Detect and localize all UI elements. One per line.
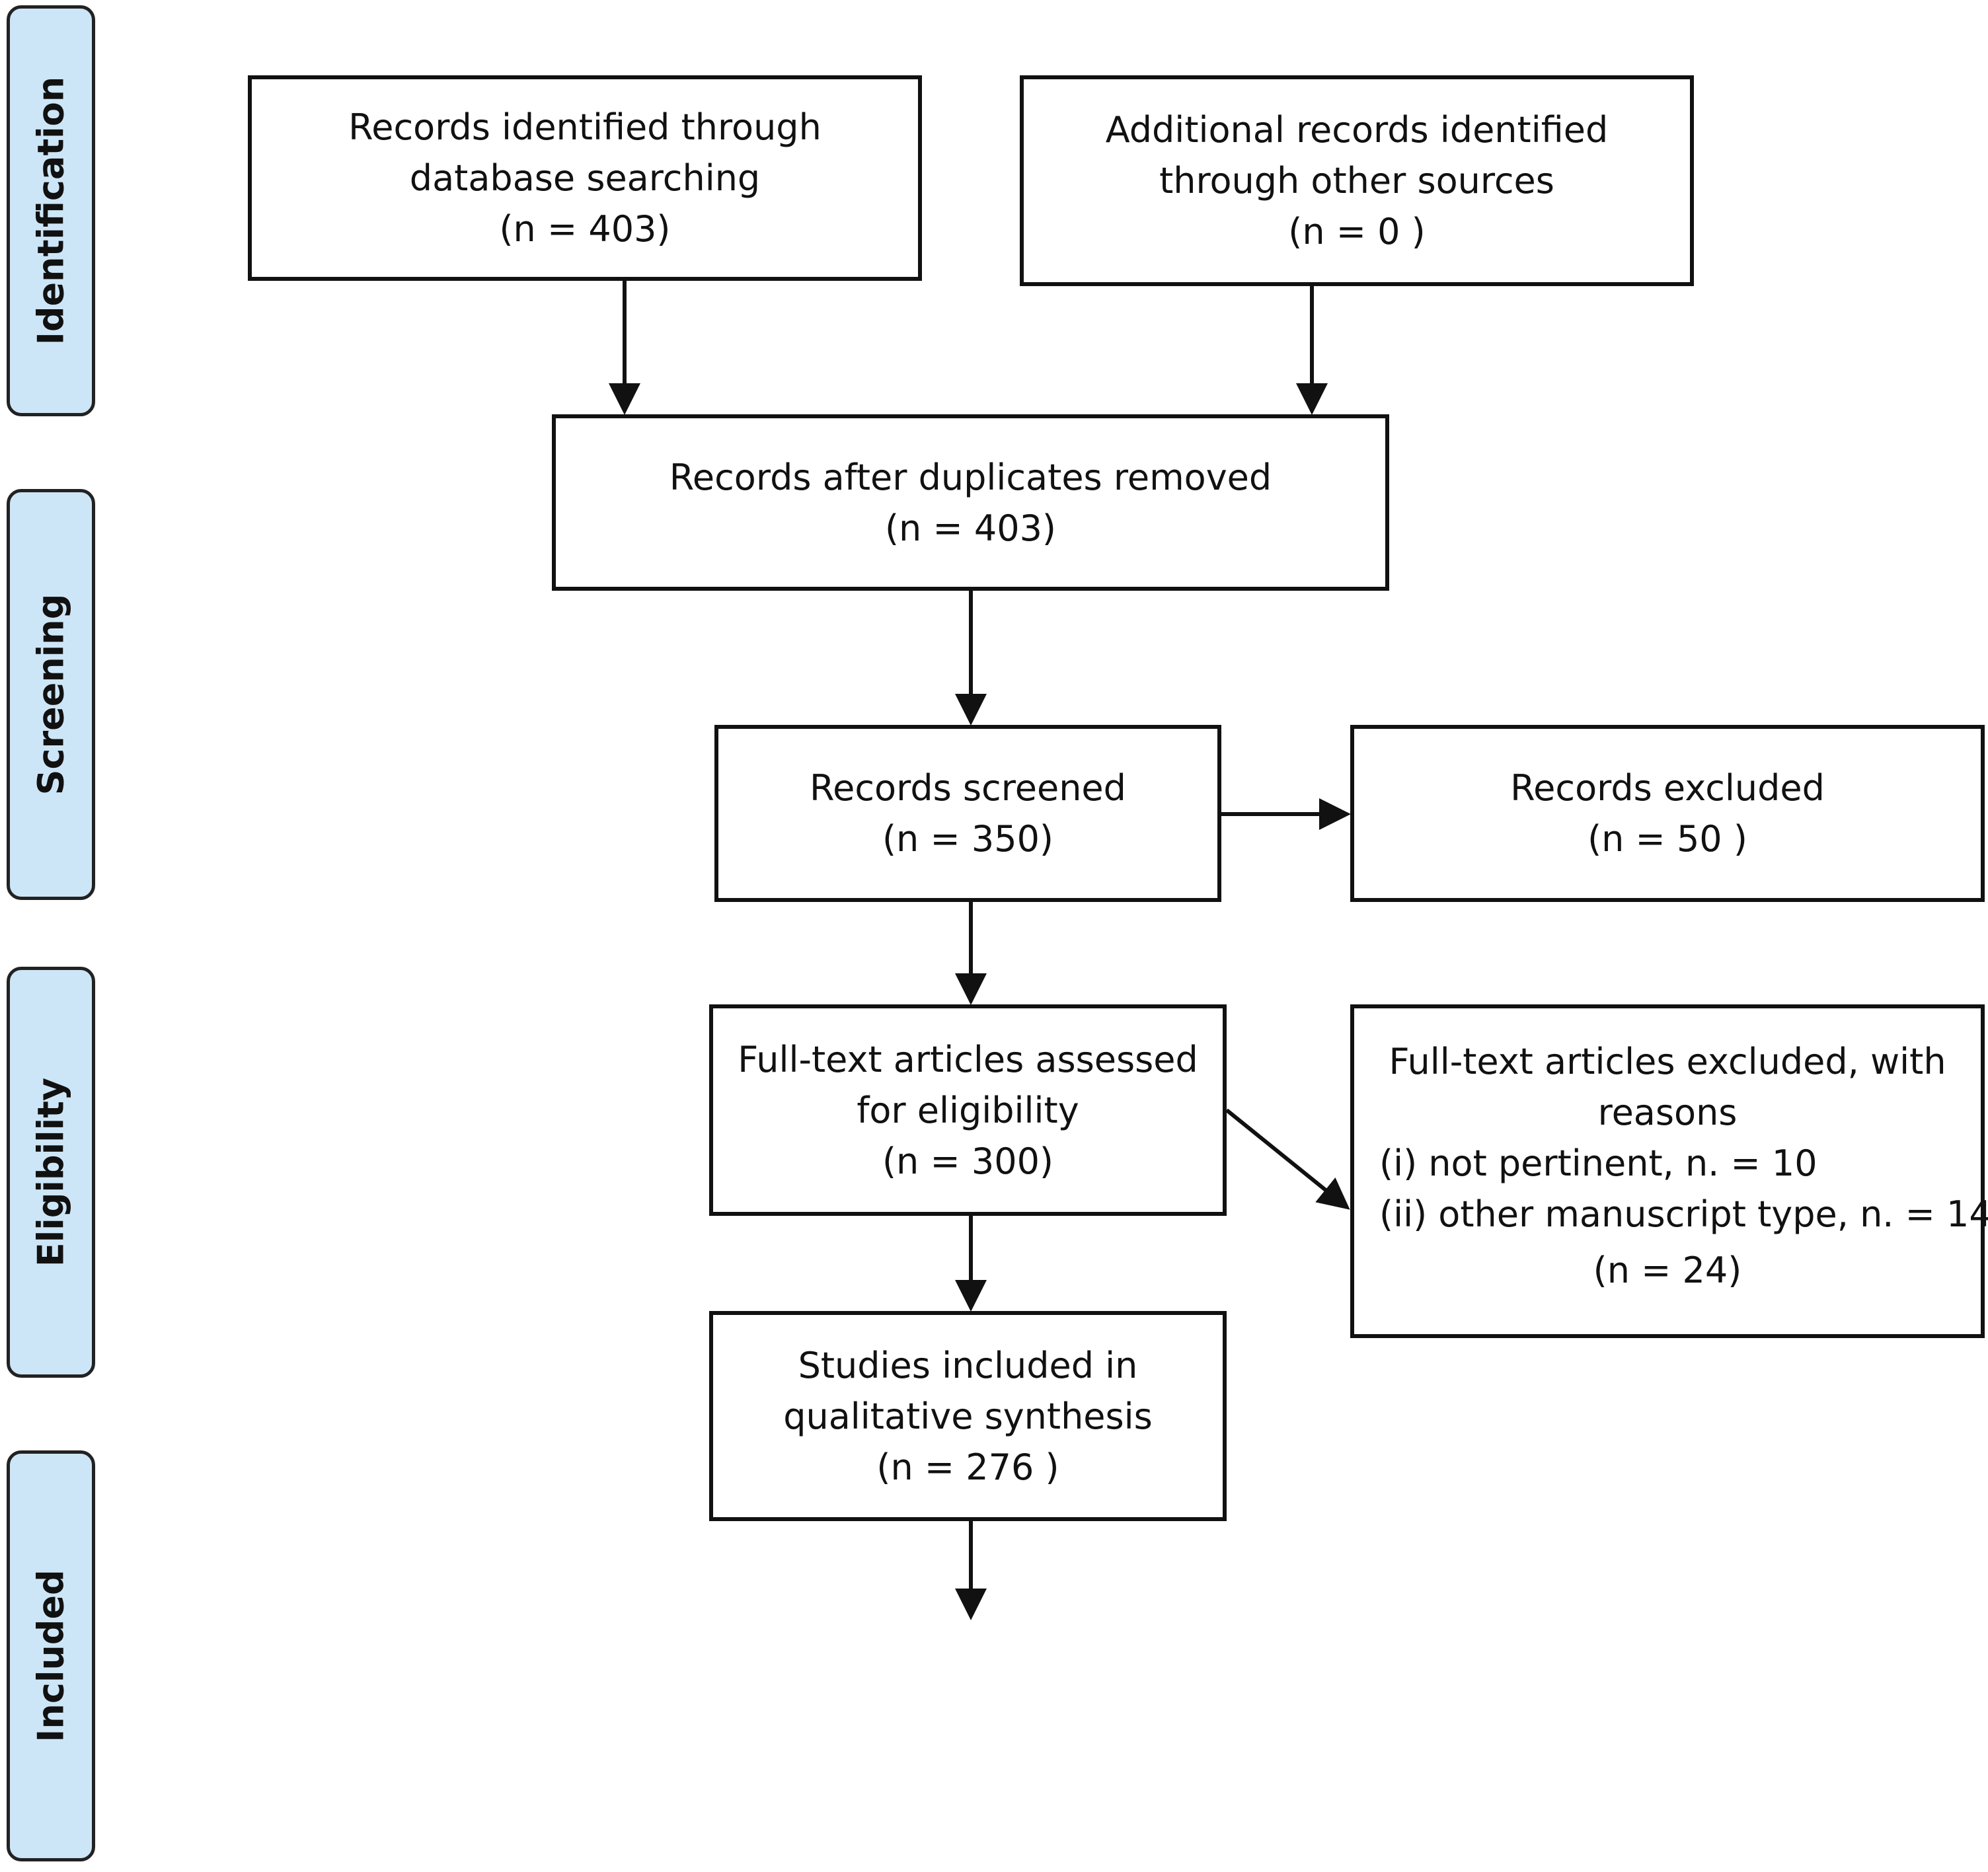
box-text-line: Full-text articles assessed [738, 1038, 1198, 1080]
box-count: (n = 24) [1593, 1250, 1742, 1291]
box-text-line: Full-text articles excluded, with [1389, 1041, 1946, 1082]
phase-included: Included [7, 1450, 95, 1861]
phase-screening-label: Screening [30, 593, 72, 796]
box-full-text-assessed: Full-text articles assessed for eligibil… [709, 1004, 1227, 1216]
exclusion-reason: (i) not pertinent, n. = 10 [1379, 1142, 1817, 1184]
box-records-excluded: Records excluded (n = 50 ) [1350, 725, 1985, 902]
box-text-line: through other sources [1159, 160, 1554, 202]
box-records-screened: Records screened (n = 350) [714, 725, 1221, 902]
box-text-line: reasons [1597, 1092, 1738, 1133]
box-text-line: Additional records identified [1105, 109, 1609, 151]
arrow-assessed-to-excluded [1225, 1108, 1350, 1210]
phase-identification: Identification [7, 5, 95, 416]
box-count: (n = 350) [882, 818, 1053, 860]
phase-included-label: Included [30, 1569, 72, 1742]
box-other-sources: Additional records identified through ot… [1020, 75, 1694, 286]
box-text-line: Records excluded [1510, 767, 1825, 809]
box-text-line: Studies included in [798, 1344, 1138, 1386]
phase-eligibility: Eligibility [7, 967, 95, 1378]
phase-screening: Screening [7, 489, 95, 900]
box-count: (n = 300) [882, 1140, 1053, 1182]
box-text-line: qualitative synthesis [783, 1395, 1153, 1437]
box-text-line: database searching [409, 157, 761, 199]
phase-identification-label: Identification [30, 76, 72, 346]
box-database-search: Records identified through database sear… [248, 75, 922, 281]
box-full-text-excluded: Full-text articles excluded, with reason… [1350, 1004, 1988, 1338]
phase-eligibility-label: Eligibility [30, 1077, 72, 1267]
box-count: (n = 403) [499, 208, 671, 250]
box-count: (n = 403) [884, 507, 1056, 549]
box-included-studies: Studies included in qualitative synthesi… [709, 1311, 1227, 1521]
exclusion-reason: (ii) other manuscript type, n. = 14 [1379, 1193, 1988, 1235]
box-text-line: for eligibility [857, 1089, 1079, 1131]
box-count: (n = 0 ) [1288, 211, 1426, 252]
box-duplicates-removed: Records after duplicates removed (n = 40… [552, 414, 1389, 591]
box-text-line: Records after duplicates removed [669, 456, 1272, 498]
box-count: (n = 50 ) [1587, 818, 1747, 860]
box-text-line: Records identified through [348, 106, 822, 148]
box-text-line: Records screened [810, 767, 1126, 809]
box-count: (n = 276 ) [876, 1446, 1059, 1488]
